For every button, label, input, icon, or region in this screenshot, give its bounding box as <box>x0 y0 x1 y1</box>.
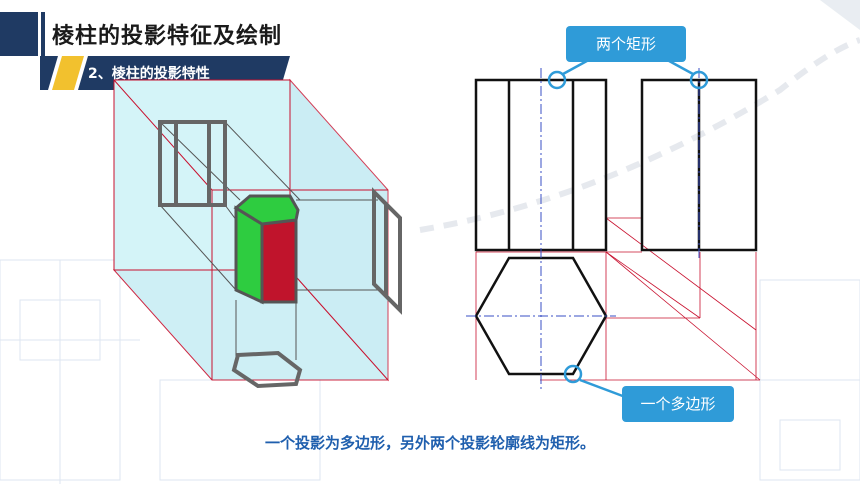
callout-two-rectangles: 两个矩形 <box>566 26 686 62</box>
callout-marker-hexagon <box>563 364 583 384</box>
subtitle: 2、棱柱的投影特性 <box>88 66 210 82</box>
top-view-projection <box>231 350 303 389</box>
caption: 一个投影为多边形，另外两个投影轮廓线为矩形。 <box>264 434 595 452</box>
hexagonal-prism <box>233 194 300 305</box>
callout-marker-side <box>689 70 709 90</box>
title-accent-stripe <box>41 12 45 56</box>
callout-one-polygon: 一个多边形 <box>622 386 734 422</box>
page-title: 棱柱的投影特征及绘制 <box>52 24 283 49</box>
callout-marker-front <box>547 70 567 90</box>
orthographic-views <box>466 54 761 400</box>
side-view-projection <box>372 187 402 315</box>
title-accent-bar <box>0 12 38 56</box>
three-plane-projection-model <box>112 78 402 389</box>
front-view-projection <box>158 120 227 207</box>
